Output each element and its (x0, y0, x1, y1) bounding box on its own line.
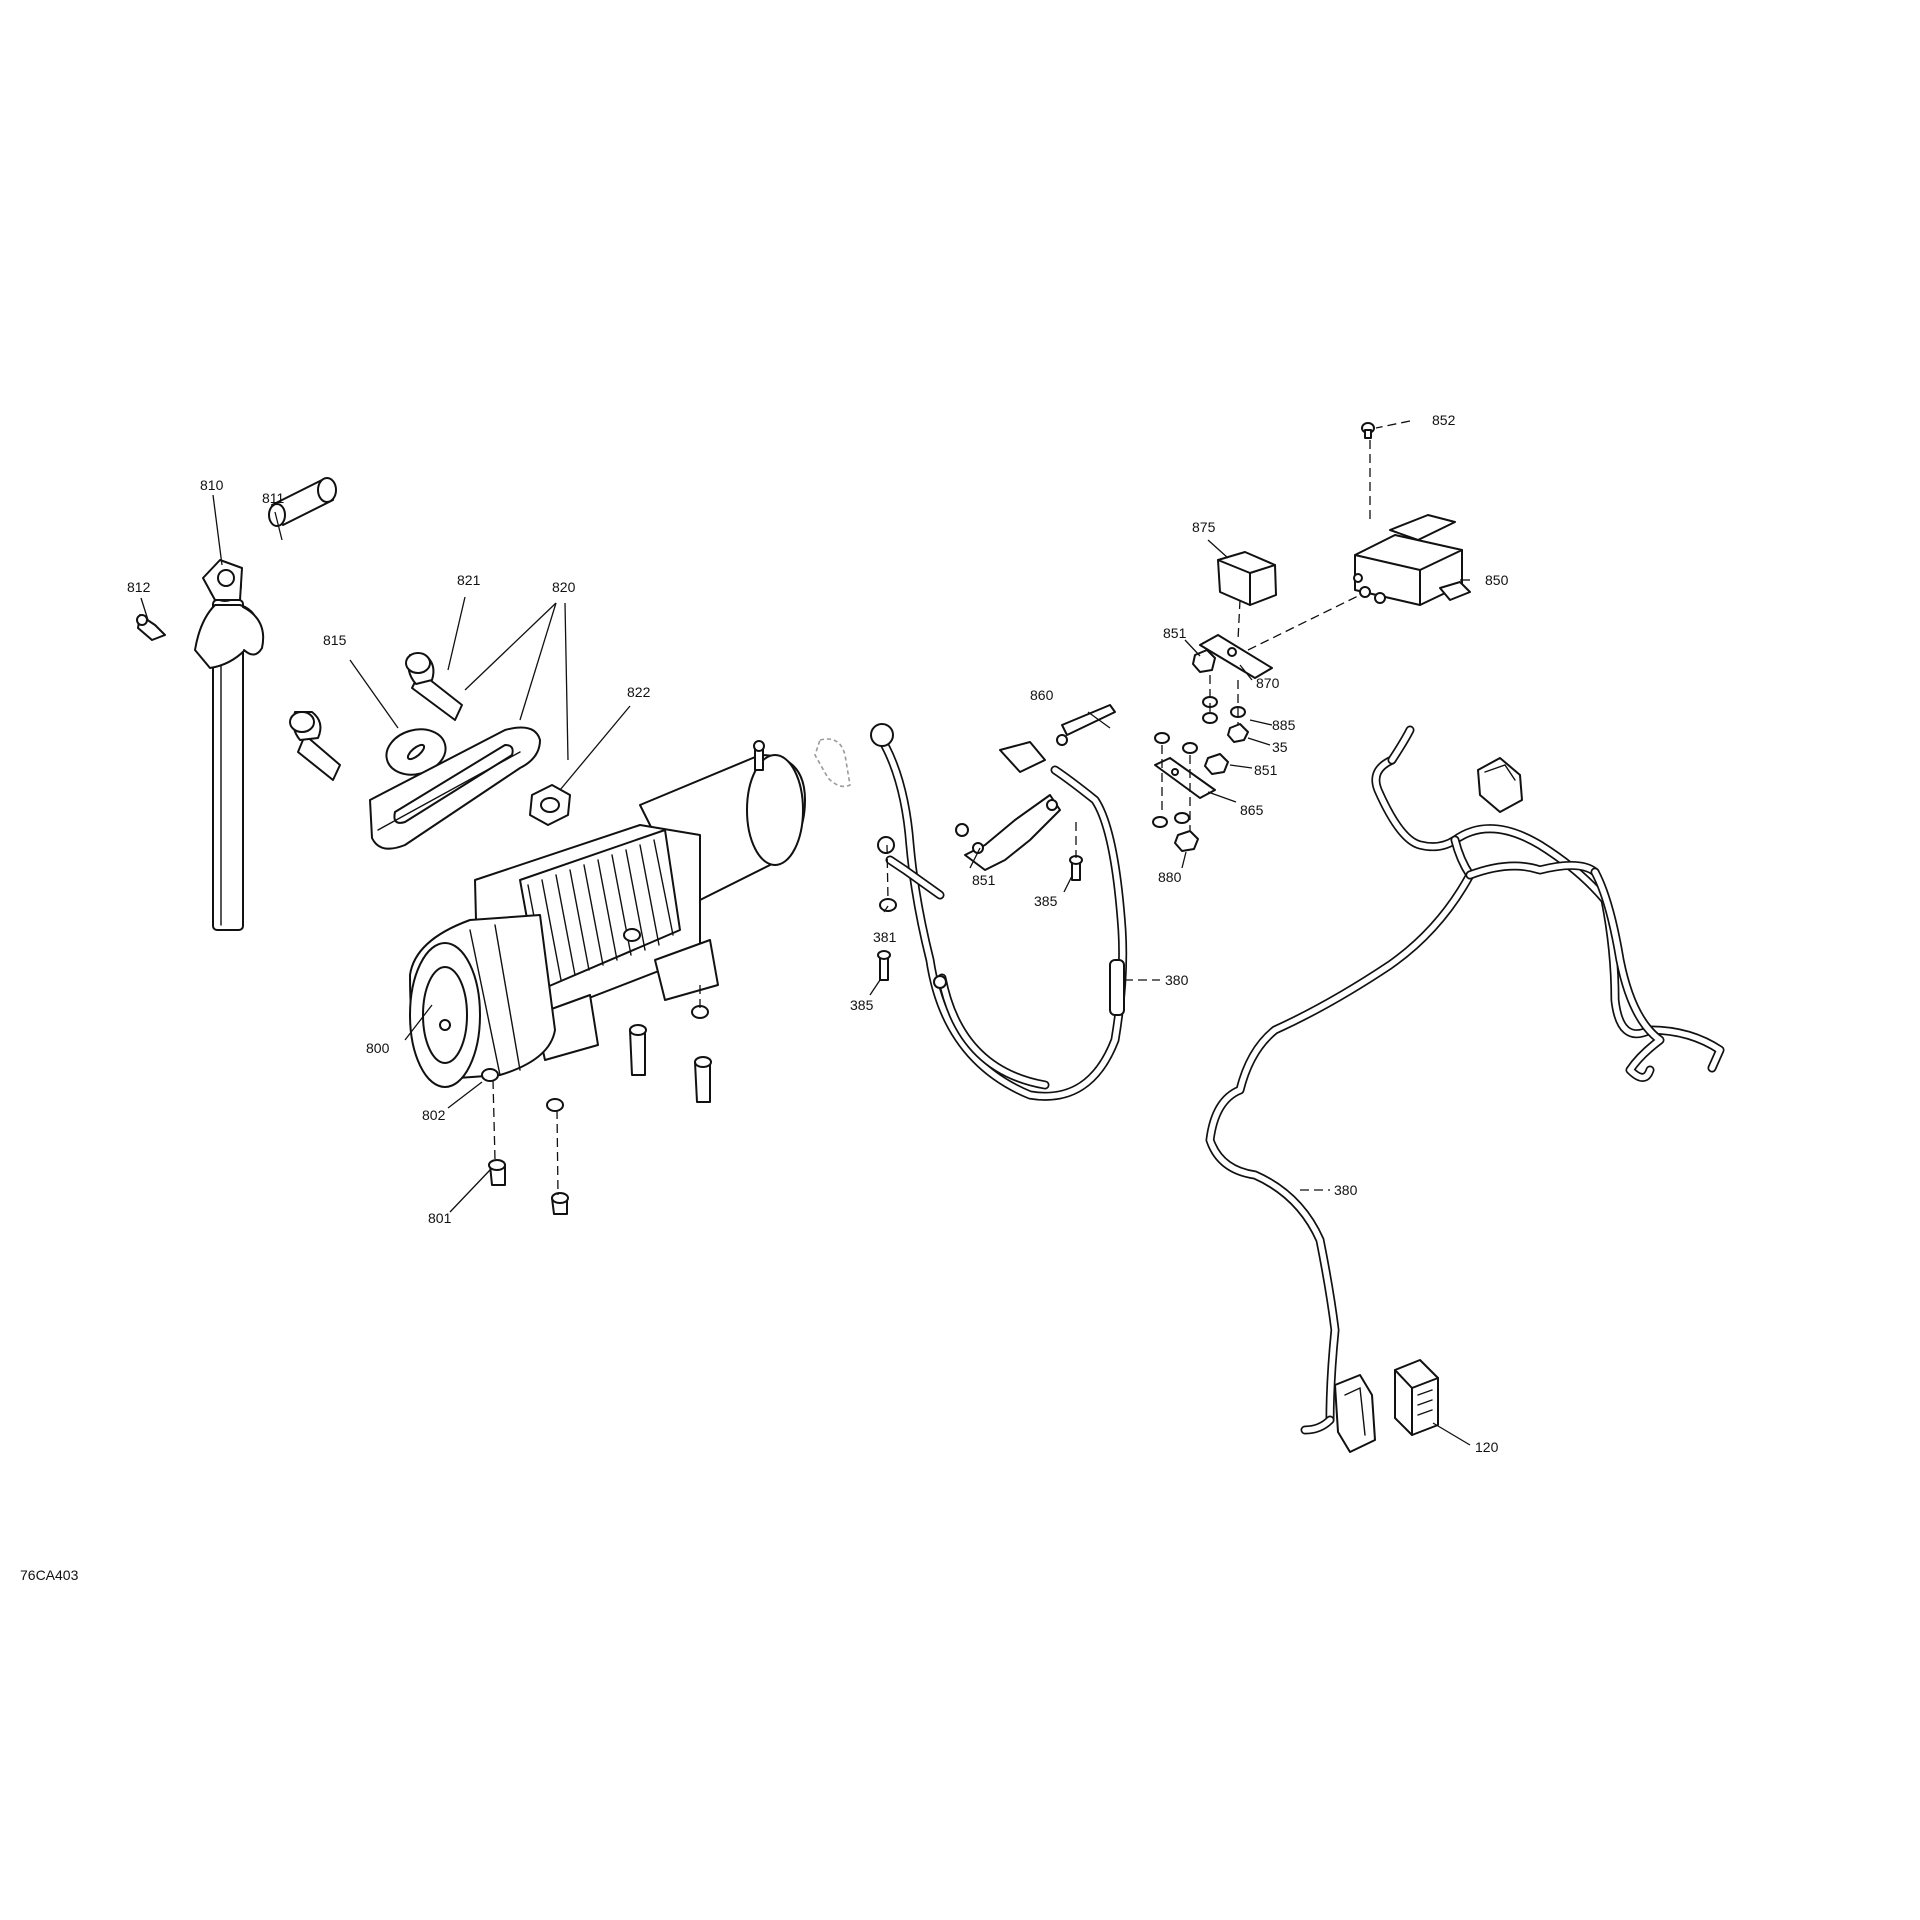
solenoid-850 (1353, 514, 1471, 606)
callout-385b: 385 (850, 997, 874, 1013)
callout-802: 802 (422, 1107, 446, 1123)
fairlead-820 (369, 726, 541, 850)
callout-821: 821 (457, 572, 481, 588)
bracket-870 (1199, 634, 1273, 679)
hardware-851-880 (1152, 732, 1229, 852)
battery-cable-380 (870, 723, 1128, 1101)
washers-802 (481, 928, 709, 1112)
bolt-821 (405, 652, 463, 721)
callout-820: 820 (552, 579, 576, 595)
callout-875: 875 (1192, 519, 1216, 535)
washer-815 (385, 728, 447, 776)
bracket-860 (1056, 704, 1116, 746)
callout-812: 812 (127, 579, 151, 595)
leader-lines (140, 420, 1471, 1446)
hook-pin-811 (268, 477, 337, 527)
callout-852: 852 (1432, 412, 1456, 428)
callout-860: 860 (1030, 687, 1054, 703)
cable-381 (877, 836, 945, 900)
callout-851b: 851 (1254, 762, 1278, 778)
bolt-815 (289, 711, 341, 781)
hook-810 (194, 559, 265, 669)
callout-880: 880 (1158, 869, 1182, 885)
nut-851a (1192, 649, 1216, 673)
nut-822 (529, 784, 571, 826)
callout-850: 850 (1485, 572, 1509, 588)
callout-865: 865 (1240, 802, 1264, 818)
callout-120: 120 (1475, 1439, 1499, 1455)
callout-380a: 380 (1165, 972, 1189, 988)
callout-885: 885 (1272, 717, 1296, 733)
clip-812 (136, 614, 166, 641)
bracket-865 (1154, 757, 1216, 799)
callout-870: 870 (1256, 675, 1280, 691)
callout-labels: 810 811 812 815 821 820 822 800 802 801 … (20, 412, 1509, 1583)
callout-851a: 851 (1163, 625, 1187, 641)
nut-35 (1227, 723, 1249, 743)
connector-120 (1394, 1359, 1439, 1436)
bracket-851-lower (955, 741, 1061, 871)
callout-815: 815 (323, 632, 347, 648)
callout-801: 801 (428, 1210, 452, 1226)
callout-811: 811 (262, 490, 285, 506)
callout-851c: 851 (972, 872, 996, 888)
diagram-reference-code: 76CA403 (20, 1567, 79, 1583)
washers-885 (1202, 696, 1246, 724)
callout-380b: 380 (1334, 1182, 1358, 1198)
bolts-801 (488, 1024, 712, 1215)
callout-810: 810 (200, 477, 224, 493)
callout-800: 800 (366, 1040, 390, 1056)
hardware-385 (877, 855, 1083, 981)
relay-875 (1217, 551, 1277, 606)
callout-822: 822 (627, 684, 651, 700)
callout-381: 381 (873, 929, 897, 945)
ghost-terminal (814, 738, 851, 788)
callout-385a: 385 (1034, 893, 1058, 909)
winch-800 (409, 740, 806, 1088)
harness-connector-lower (1334, 1374, 1376, 1453)
screw-852 (1361, 422, 1375, 439)
callout-35: 35 (1272, 739, 1288, 755)
harness-connector-upper (1477, 757, 1523, 813)
wiring-harness-380 (1205, 725, 1725, 1435)
